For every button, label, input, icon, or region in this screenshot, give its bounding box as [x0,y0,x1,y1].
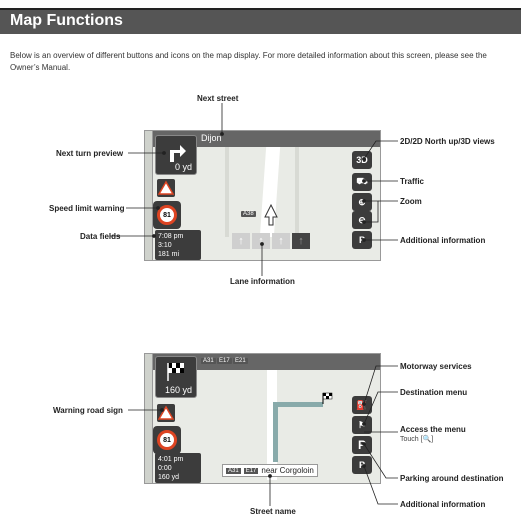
label-additional-information-2: Additional information [400,500,486,509]
warning-road-sign [157,404,175,422]
label-street-name: Street name [250,507,296,516]
view-mode-button[interactable]: 3D [352,151,372,169]
arrival-time: 4:01 pm [158,456,184,463]
lane-information: ↑ ↑ ↑ ↑ [232,233,312,249]
label-views: 2D/2D North up/3D views [400,137,495,146]
intro-text: Below is an overview of different button… [10,51,487,72]
motorway-services-button[interactable]: ⛽ [352,396,372,414]
lane-arrow-icon: ↑ [252,233,270,249]
data-fields[interactable]: 4:01 pm 0:00 160 yd [155,453,201,483]
route-progress-bar [145,131,153,260]
warning-sign-box [157,179,175,197]
label-traffic: Traffic [400,177,425,186]
label-warning-road-sign: Warning road sign [53,406,123,415]
destination-preview: 160 yd [155,356,197,398]
zoom-in-button[interactable]: ⊕ [352,193,372,211]
speed-limit-sign: 81 [157,430,177,450]
destination-icon: ⚑ [357,419,367,430]
street-name-bar: A31 E17 near Corgoloin [222,464,318,477]
label-next-turn-preview: Next turn preview [56,149,124,158]
remaining-distance: 160 yd [158,474,180,481]
lane-arrow-icon: ↑ [292,233,310,249]
zoom-out-icon: ⊖ [358,214,366,225]
remaining-time: 0:00 [158,465,172,472]
info-icon: P [358,460,365,470]
data-fields[interactable]: 7:08 pm 3:10 181 mi [155,230,201,260]
map-display-2[interactable]: A31 E17 E21 160 yd 81 4:01 pm 0:00 160 y… [144,353,381,484]
map-display-1[interactable]: Dijon 0 yd 81 7:08 pm 3:10 181 mi A38 ↑ … [144,130,381,261]
label-access-the-menu: Access the menu [400,425,466,434]
zoom-out-button[interactable]: ⊖ [352,211,372,229]
road [295,147,299,237]
road-number-badge: A38 [241,211,256,217]
zoom-in-icon: ⊕ [358,196,366,207]
search-icon: 🔍] [422,436,434,443]
warning-triangle-icon [157,405,175,420]
checkered-flag-icon [167,363,184,381]
label-destination-menu: Destination menu [400,388,468,397]
label-lane-information: Lane information [230,277,295,286]
turn-distance: 0 yd [174,162,192,172]
additional-info-button[interactable]: P [352,456,372,474]
road-number-badge: A31 [226,467,241,474]
next-street-bar [145,131,380,147]
route-line [273,402,278,462]
street-name: near Corgoloin [261,466,314,475]
label-access-the-menu-sub: Touch [🔍] [400,436,434,443]
label-data-fields: Data fields [80,232,121,241]
vehicle-position-icon [264,203,278,226]
services-icon: ⛽ [356,399,368,410]
lane-arrow-icon: ↑ [272,233,290,249]
turn-arrow-icon [170,145,186,162]
road [267,370,277,480]
header-bar: Map Functions [0,8,521,34]
page-title: Map Functions [10,12,123,29]
route-progress-bar [145,354,153,483]
destination-menu-button[interactable]: ⚑ [352,416,372,434]
road-number-badge: E21 [233,358,248,364]
destination-flag-icon [322,392,333,404]
destination-distance: 160 yd [164,385,192,395]
next-turn-preview: 0 yd [155,135,197,175]
info-icon: P [358,235,365,245]
road-number-badge: A31 [201,358,216,364]
remaining-time: 3:10 [158,242,172,249]
label-zoom: Zoom [400,197,422,206]
road-number-badge: E17 [217,358,232,364]
speed-limit-sign: 81 [157,205,177,225]
label-parking-around-destination: Parking around destination [400,474,504,483]
label-next-street: Next street [197,94,239,103]
traffic-button[interactable]: ⛟ [352,173,372,191]
route-line [273,402,323,407]
additional-info-button[interactable]: P [352,231,372,249]
parking-button[interactable]: P [352,436,372,454]
label-speed-limit-warning: Speed limit warning [49,204,125,213]
label-additional-information: Additional information [400,236,486,245]
label-motorway-services: Motorway services [400,362,472,371]
next-street-name: Dijon [201,133,222,143]
road [225,147,229,237]
remaining-distance: 181 mi [158,251,180,258]
road-number-badge: E17 [243,467,259,474]
traffic-icon: ⛟ [356,176,368,186]
arrival-time: 7:08 pm [158,233,184,240]
lane-arrow-icon: ↑ [232,233,250,249]
warning-triangle-icon [157,180,175,195]
